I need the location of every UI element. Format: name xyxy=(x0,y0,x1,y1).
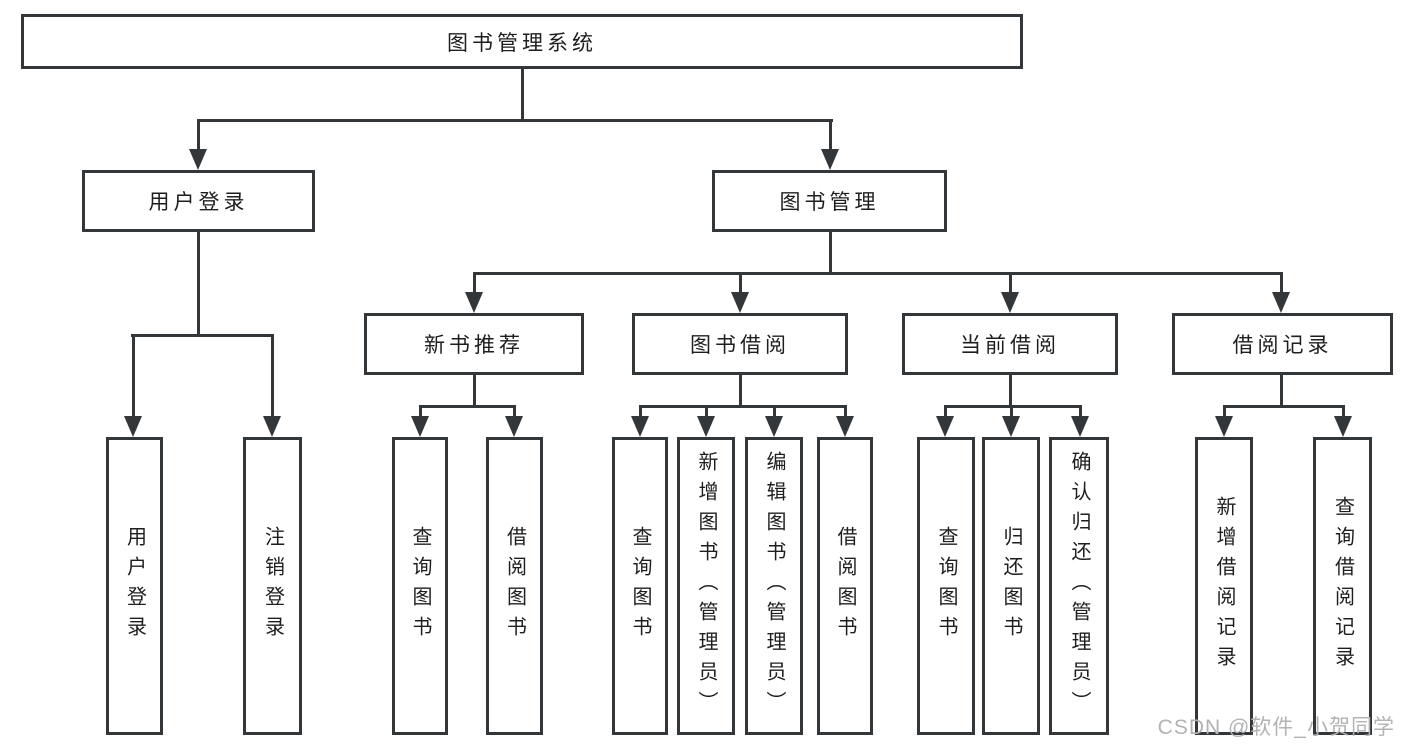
node-current-borrow: 当前借阅 xyxy=(902,313,1118,375)
node-label: 图书管理 xyxy=(779,191,880,214)
leaf-query-books-borrow: 查询图书 xyxy=(612,437,668,735)
node-borrow-records: 借阅记录 xyxy=(1172,313,1393,375)
arrow-shaft xyxy=(197,119,200,150)
node-book-management: 图书管理 xyxy=(712,170,947,232)
arrow-down-icon xyxy=(411,416,429,437)
leaf-label: 查询借阅记录 xyxy=(1331,496,1354,676)
leaf-confirm-return-admin: 确认归还（管理员） xyxy=(1049,437,1109,735)
leaf-label: 借阅图书 xyxy=(503,526,526,646)
leaf-label: 借阅图书 xyxy=(834,526,856,646)
arrow-down-icon xyxy=(263,416,281,437)
leaf-logout: 注销登录 xyxy=(243,437,302,735)
leaf-borrow-books-recommend: 借阅图书 xyxy=(486,437,543,735)
leaf-label: 查询图书 xyxy=(409,526,431,646)
arrow-down-icon xyxy=(765,416,783,437)
arrow-shaft xyxy=(1010,405,1013,417)
node-label: 当前借阅 xyxy=(960,334,1060,357)
connector-mgmt-split xyxy=(473,272,1283,275)
node-new-book-recommend: 新书推荐 xyxy=(364,313,584,375)
leaf-label: 归还图书 xyxy=(1000,526,1022,646)
node-label: 新书推荐 xyxy=(424,334,524,357)
arrow-down-icon xyxy=(821,149,839,170)
arrow-shaft xyxy=(705,405,708,417)
arrow-shaft xyxy=(739,272,742,294)
arrow-down-icon xyxy=(631,416,649,437)
node-book-borrow: 图书借阅 xyxy=(632,313,848,375)
leaf-query-books-recommend: 查询图书 xyxy=(392,437,448,735)
leaf-label: 用户登录 xyxy=(123,526,146,646)
node-user-login: 用户登录 xyxy=(82,170,315,232)
connector-borrow-split xyxy=(639,405,847,408)
arrow-shaft xyxy=(944,405,947,417)
leaf-label: 新增借阅记录 xyxy=(1213,496,1235,676)
connector-records-stem xyxy=(1280,375,1283,408)
leaf-label: 编辑图书（管理员） xyxy=(763,451,785,721)
connector-records-split xyxy=(1223,405,1344,408)
node-label: 图书管理系统 xyxy=(447,31,597,55)
arrow-shaft xyxy=(132,334,135,416)
arrow-down-icon xyxy=(1334,416,1352,437)
arrow-shaft xyxy=(1342,405,1345,417)
arrow-shaft xyxy=(1079,405,1082,417)
node-label: 借阅记录 xyxy=(1232,334,1333,357)
leaf-label: 注销登录 xyxy=(261,526,284,646)
arrow-shaft xyxy=(844,405,847,417)
leaf-query-books-current: 查询图书 xyxy=(917,437,975,735)
connector-login-split xyxy=(131,334,274,337)
leaf-add-borrow-record: 新增借阅记录 xyxy=(1195,437,1253,735)
arrow-shaft xyxy=(639,405,642,417)
arrow-shaft xyxy=(1280,272,1283,294)
leaf-add-book-admin: 新增图书（管理员） xyxy=(677,437,735,735)
arrow-shaft xyxy=(1009,272,1012,294)
leaf-return-book: 归还图书 xyxy=(982,437,1040,735)
connector-borrow-stem xyxy=(739,375,742,408)
arrow-shaft xyxy=(271,334,274,416)
arrow-down-icon xyxy=(124,416,142,437)
leaf-label: 查询图书 xyxy=(935,526,957,646)
connector-root-stem xyxy=(521,69,524,122)
leaf-query-borrow-record: 查询借阅记录 xyxy=(1313,437,1372,735)
arrow-down-icon xyxy=(505,416,523,437)
arrow-down-icon xyxy=(1002,416,1020,437)
connector-mgmt-stem xyxy=(829,232,832,275)
arrow-shaft xyxy=(773,405,776,417)
leaf-borrow-books: 借阅图书 xyxy=(817,437,873,735)
node-label: 用户登录 xyxy=(148,191,249,214)
node-label: 图书借阅 xyxy=(690,334,790,357)
arrow-shaft xyxy=(473,272,476,294)
connector-current-split xyxy=(944,405,1082,408)
arrow-down-icon xyxy=(189,149,207,170)
arrow-down-icon xyxy=(1071,416,1089,437)
connector-current-stem xyxy=(1009,375,1012,408)
leaf-edit-book-admin: 编辑图书（管理员） xyxy=(745,437,803,735)
connector-login-stem xyxy=(197,232,200,337)
arrow-shaft xyxy=(1223,405,1226,417)
leaf-label: 确认归还（管理员） xyxy=(1068,451,1090,721)
arrow-down-icon xyxy=(697,416,715,437)
arrow-shaft xyxy=(829,119,832,150)
arrow-down-icon xyxy=(1272,292,1290,313)
connector-recommend-stem xyxy=(473,375,476,408)
csdn-watermark: CSDN @软件_小贺同学 xyxy=(1157,716,1395,739)
connector-recommend-split xyxy=(419,405,516,408)
arrow-down-icon xyxy=(731,292,749,313)
arrow-down-icon xyxy=(465,292,483,313)
arrow-shaft xyxy=(513,405,516,417)
arrow-down-icon xyxy=(1001,292,1019,313)
node-root-library-system: 图书管理系统 xyxy=(21,14,1023,69)
arrow-down-icon xyxy=(1215,416,1233,437)
arrow-down-icon xyxy=(836,416,854,437)
leaf-user-login: 用户登录 xyxy=(106,437,163,735)
leaf-label: 查询图书 xyxy=(629,526,651,646)
connector-level1-split xyxy=(197,119,833,122)
arrow-shaft xyxy=(419,405,422,417)
leaf-label: 新增图书（管理员） xyxy=(695,451,717,721)
arrow-down-icon xyxy=(936,416,954,437)
